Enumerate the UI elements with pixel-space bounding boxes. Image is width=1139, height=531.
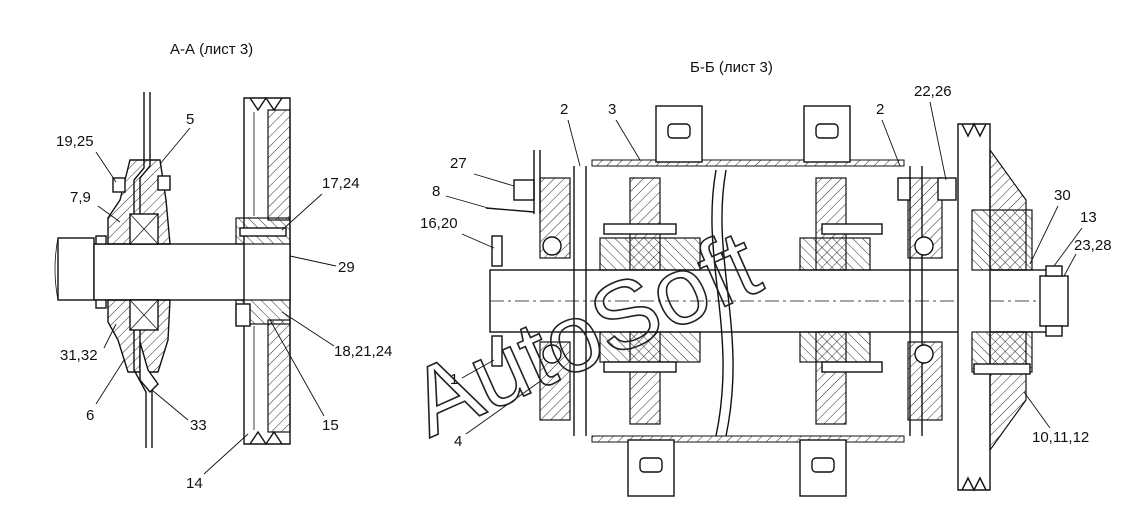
callout-8: 8 [432, 183, 440, 200]
callout-15: 15 [322, 417, 339, 434]
callout-2-right: 2 [876, 101, 884, 118]
callout-29: 29 [338, 259, 355, 276]
callout-6: 6 [86, 407, 94, 424]
callout-7-9: 7,9 [70, 189, 91, 206]
drum-body [573, 159, 923, 443]
watermark-text: AutoSoft [395, 210, 775, 458]
drum-paddles [627, 105, 851, 497]
main-shaft [489, 269, 1051, 333]
callouts-right: 2 3 2 22,26 27 8 16,20 1 4 30 13 23,28 1… [420, 83, 1112, 450]
view-title-b-b: Б-Б (лист 3) [690, 59, 773, 76]
callouts-left: 5 19,25 7,9 31,32 6 33 14 15 17,24 29 18… [56, 111, 392, 492]
right-bearing-assembly [897, 177, 957, 421]
inner-hubs [599, 177, 883, 425]
callout-4: 4 [454, 433, 462, 450]
section-view-a-a [54, 92, 291, 448]
callout-1: 1 [450, 371, 458, 388]
callout-16-20: 16,20 [420, 215, 458, 232]
callout-3: 3 [608, 101, 616, 118]
callout-17-24: 17,24 [322, 175, 360, 192]
view-title-a-a: А-А (лист 3) [170, 41, 253, 58]
callout-14: 14 [186, 475, 203, 492]
v-belt-pulley-left [235, 96, 291, 446]
callout-31-32: 31,32 [60, 347, 98, 364]
callout-22-26: 22,26 [914, 83, 952, 100]
callout-10-11-12: 10,11,12 [1032, 429, 1089, 446]
v-belt-pulley-right [957, 122, 1069, 492]
callout-2-left: 2 [560, 101, 568, 118]
bearing-housing [95, 159, 171, 394]
callout-19-25: 19,25 [56, 133, 94, 150]
left-bearing-assembly [485, 150, 571, 421]
callout-30: 30 [1054, 187, 1071, 204]
callout-33: 33 [190, 417, 207, 434]
callout-18-21-24: 18,21,24 [334, 343, 392, 360]
callout-27: 27 [450, 155, 467, 172]
callout-23-28: 23,28 [1074, 237, 1112, 254]
section-view-b-b [485, 105, 1069, 497]
callout-13: 13 [1080, 209, 1097, 226]
callout-5: 5 [186, 111, 194, 128]
